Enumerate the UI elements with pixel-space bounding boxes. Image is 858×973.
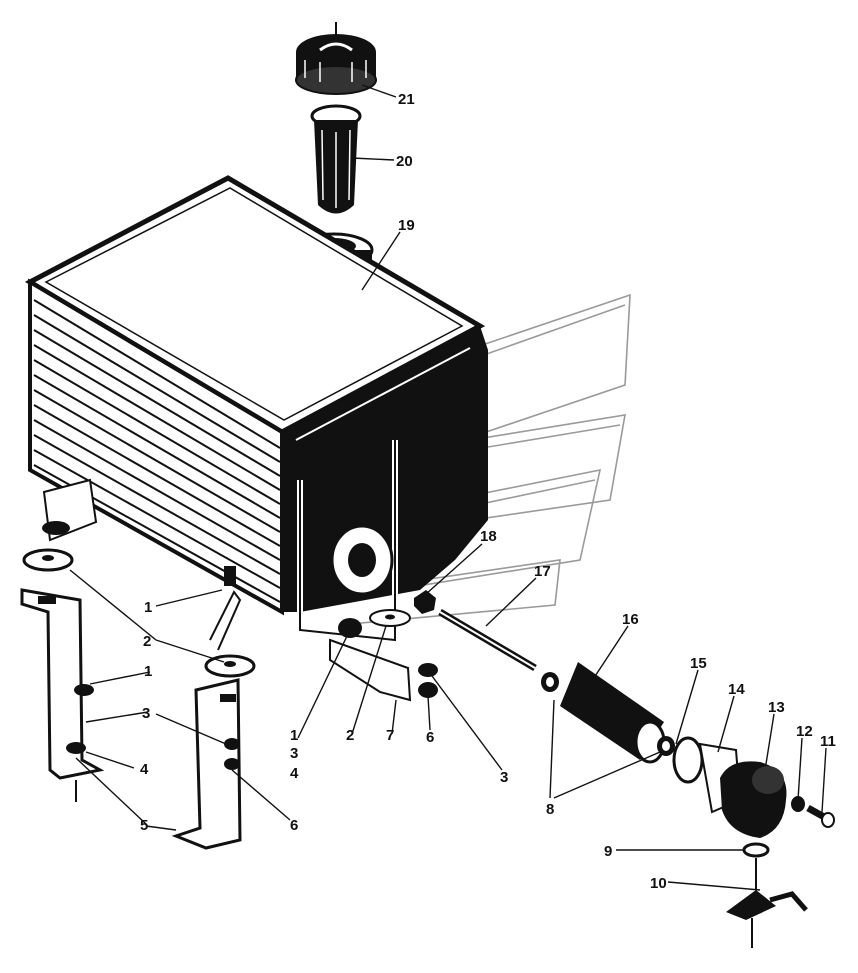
callout-6-a: 6 [290,817,298,834]
callout-4-b: 4 [290,765,299,782]
fuel-tank [24,175,488,644]
callout-6-b: 6 [426,729,434,746]
callout-1-b: 1 [144,663,152,680]
callout-19: 19 [398,217,415,234]
callout-2-a: 2 [143,633,151,650]
housing-bolt [791,796,835,828]
callout-16: 16 [622,611,639,628]
rear-strap-bracket [329,609,412,702]
filter-element [541,662,675,764]
outlet-nut-and-pipe [414,590,537,672]
callout-20: 20 [396,153,413,170]
filter-housing [720,761,787,838]
callout-15: 15 [690,655,707,672]
callout-8: 8 [546,801,554,818]
callout-21: 21 [398,91,415,108]
leader-lines [69,84,827,891]
callout-4-a: 4 [140,761,149,778]
callout-5: 5 [140,817,148,834]
rear-washers [418,663,438,698]
callout-14: 14 [728,681,745,698]
callout-3-b: 3 [290,745,298,762]
callout-13: 13 [768,699,785,716]
callout-10: 10 [650,875,667,892]
callout-3-a: 3 [142,705,150,722]
filler-cap [295,22,377,95]
callout-3-c: 3 [500,769,508,786]
callout-1-a: 1 [144,599,152,616]
callout-7: 7 [386,727,394,744]
callout-9: 9 [604,843,612,860]
callout-17: 17 [534,563,551,580]
callout-2-b: 2 [346,727,354,744]
callout-1-c: 1 [290,727,298,744]
callout-18: 18 [480,528,497,545]
left-bracket [20,521,105,802]
filler-strainer [310,104,362,214]
callout-labels: 21 20 19 1 2 1 3 4 5 6 1 3 4 2 7 6 3 18 … [140,91,836,892]
callout-11: 11 [820,733,836,750]
right-bracket [171,566,256,850]
callout-12: 12 [796,723,813,740]
drain-cock [726,842,808,948]
